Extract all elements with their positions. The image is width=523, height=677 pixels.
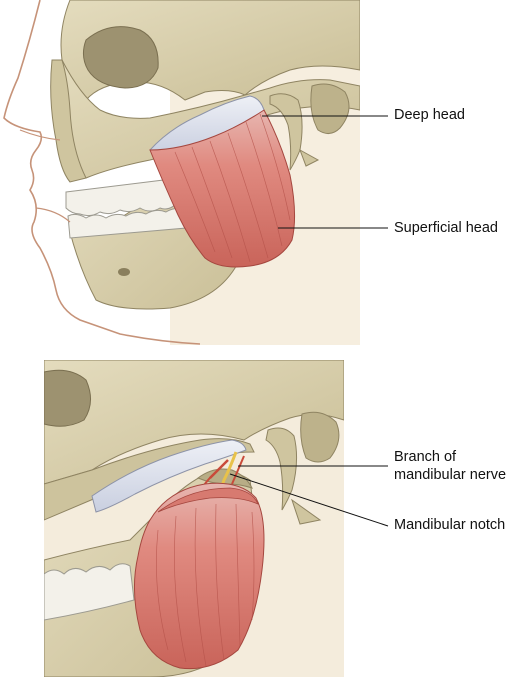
superficial-head-muscle-bottom: [133, 482, 265, 670]
top-panel-skull: [3, 0, 360, 345]
superficial-head-muscle: [149, 109, 296, 268]
mandibular-nerve-branch: [199, 451, 245, 499]
lower-teeth: [67, 207, 187, 239]
label-branch-line1: Branch of: [394, 449, 457, 465]
deep-head-tendon-bottom: [91, 439, 247, 513]
label-branch-line2: mandibular nerve: [394, 467, 507, 483]
label-mandibular-notch: Mandibular notch: [394, 517, 506, 533]
mandibular-notch-leader: [229, 473, 389, 527]
upper-teeth: [65, 177, 181, 217]
label-superficial-head: Superficial head: [394, 220, 498, 236]
label-branch-mandibular-nerve: Branch of mandibular nerve: [394, 448, 506, 484]
bottom-teeth: [44, 563, 135, 621]
label-deep-head: Deep head: [394, 107, 465, 123]
bottom-panel-skull: [44, 360, 344, 677]
